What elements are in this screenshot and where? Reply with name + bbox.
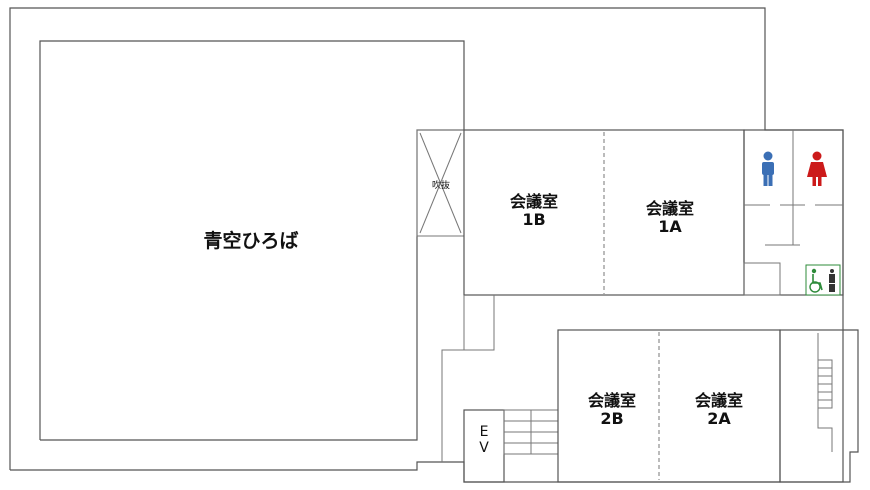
room-2a: 会議室 2A: [674, 391, 764, 429]
room-2b-code: 2B: [600, 409, 624, 429]
right-stairs-area: [779, 329, 844, 483]
male-toilet-icon: [762, 151, 774, 186]
female-toilet-icon: [807, 151, 827, 186]
room-2a-name: 会議室: [694, 391, 743, 410]
room-2a-code: 2A: [707, 409, 731, 429]
room-2b: 会議室 2B: [567, 391, 657, 429]
room-1a: 会議室 1A: [625, 199, 715, 237]
room-1a-code: 1A: [658, 217, 682, 237]
room-1a-name: 会議室: [645, 199, 694, 218]
elevator-label: E V: [479, 424, 489, 457]
void-cross-2: [419, 132, 462, 234]
room-1b-code: 1B: [522, 210, 546, 230]
corridor-wall-1: [441, 295, 495, 462]
outer-wall: [9, 7, 859, 483]
toilet-cabinet: [743, 262, 781, 296]
accessible-toilet-icon: [805, 264, 841, 296]
room-1b-name: 会議室: [509, 192, 558, 211]
void-label: 吹抜: [431, 181, 450, 191]
room-2b-name: 会議室: [587, 391, 636, 410]
plaza-label: 青空ひろば: [203, 230, 299, 252]
room-1b: 会議室 1B: [489, 192, 579, 230]
